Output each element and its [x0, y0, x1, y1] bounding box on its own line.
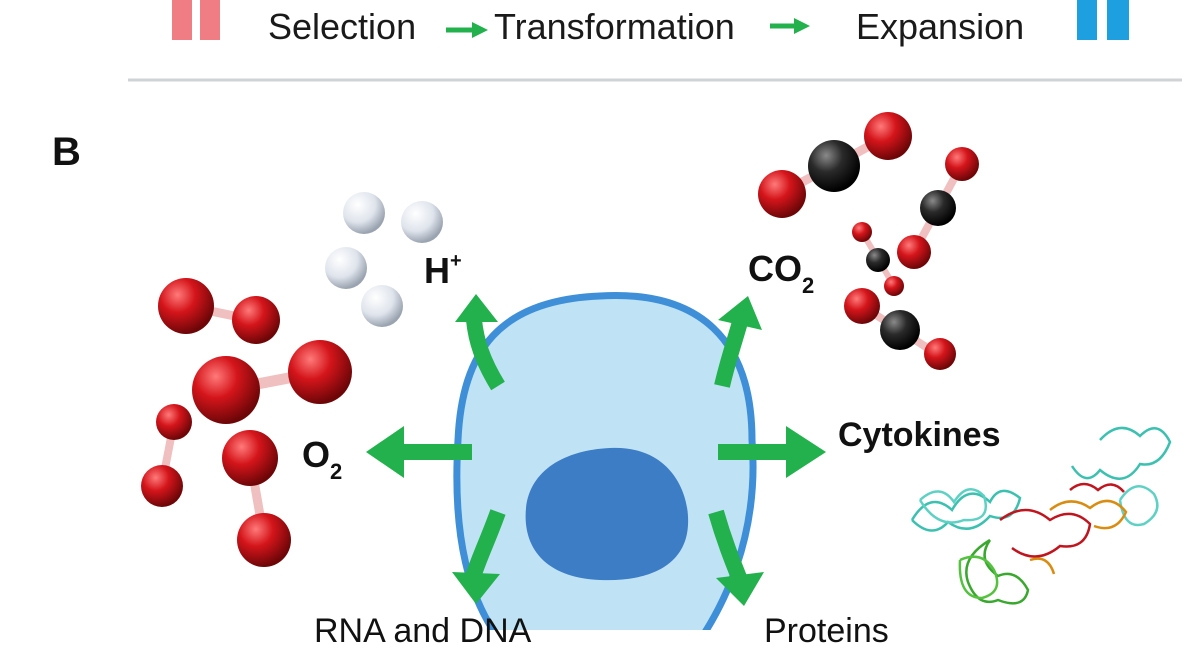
- flow-arrow-2: [770, 18, 810, 34]
- arrow-up-left: [455, 294, 505, 391]
- arrow-down-left: [452, 509, 506, 604]
- top-right-bar-2: [1107, 0, 1129, 40]
- label-hydrogen-ion-sup: +: [450, 250, 462, 272]
- diagram-canvas: [128, 18, 1182, 630]
- label-o2-base: O: [302, 434, 331, 475]
- label-cytokines: Cytokines: [838, 416, 1001, 454]
- label-co2-sub: 2: [802, 273, 815, 298]
- co2-molecule-3: [852, 222, 904, 296]
- top-right-bar-1: [1077, 0, 1097, 40]
- label-hydrogen-ion-base: H: [424, 250, 450, 291]
- arrow-right: [718, 426, 826, 478]
- label-o2-sub: 2: [330, 459, 343, 484]
- co2-molecule-1: [758, 112, 912, 218]
- panel-label: B: [52, 130, 81, 174]
- arrow-down-right: [708, 509, 764, 606]
- arrow-left: [366, 426, 472, 478]
- label-rna-dna: RNA and DNA: [314, 612, 532, 650]
- label-co2-base: CO: [748, 248, 802, 289]
- top-left-bar-2: [200, 0, 220, 40]
- hydrogen-ions: [325, 192, 443, 327]
- label-o2: O2: [302, 434, 342, 484]
- label-proteins: Proteins: [764, 612, 889, 650]
- label-hydrogen-ion: H+: [424, 250, 462, 292]
- co2-molecule-2: [897, 147, 979, 269]
- flow-step-selection: Selection: [268, 6, 417, 47]
- co2-molecule-4: [844, 288, 956, 370]
- cell-nucleus: [525, 447, 689, 581]
- oxygen-molecules: [141, 278, 352, 567]
- flow-step-transformation: Transformation: [494, 6, 735, 47]
- top-left-bar-1: [172, 0, 192, 40]
- arrow-up-right: [714, 296, 762, 388]
- flow-step-expansion: Expansion: [856, 6, 1025, 47]
- flow-arrow-1: [446, 22, 488, 38]
- cytokine-structure: [910, 426, 1172, 605]
- label-co2: CO2: [748, 248, 814, 298]
